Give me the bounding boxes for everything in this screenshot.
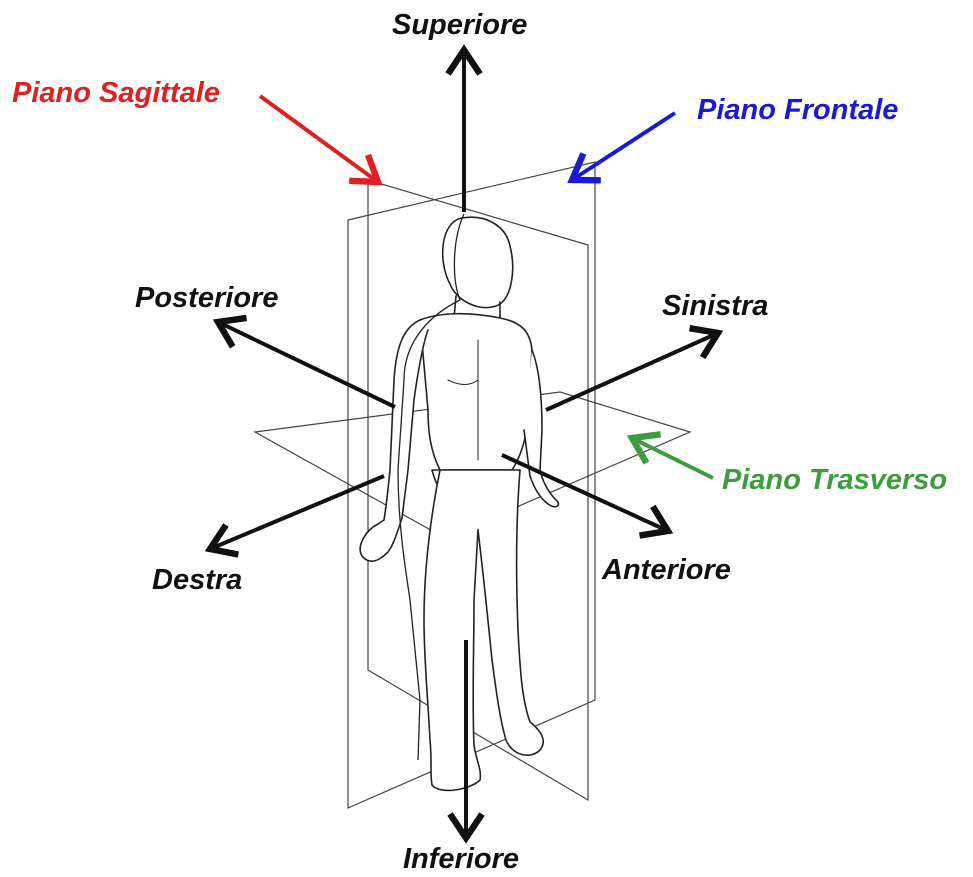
human-figure bbox=[360, 217, 558, 790]
sagittal-pointer-arrow bbox=[260, 96, 378, 182]
right-label: Destra bbox=[152, 566, 242, 595]
superior-label: Superiore bbox=[392, 11, 527, 40]
transverse-plane-label: Piano Trasverso bbox=[722, 466, 947, 495]
frontal-pointer-arrow bbox=[572, 113, 675, 180]
frontal-plane-label: Piano Frontale bbox=[697, 96, 898, 125]
sagittal-plane-label: Piano Sagittale bbox=[12, 79, 220, 108]
right-axis-arrow bbox=[210, 476, 384, 549]
left-axis-arrow bbox=[546, 333, 718, 410]
left-label: Sinistra bbox=[662, 292, 768, 321]
inferior-label: Inferiore bbox=[403, 845, 519, 874]
transverse-pointer-arrow bbox=[632, 438, 713, 478]
anterior-label: Anteriore bbox=[602, 556, 731, 585]
posterior-label: Posteriore bbox=[135, 284, 278, 313]
